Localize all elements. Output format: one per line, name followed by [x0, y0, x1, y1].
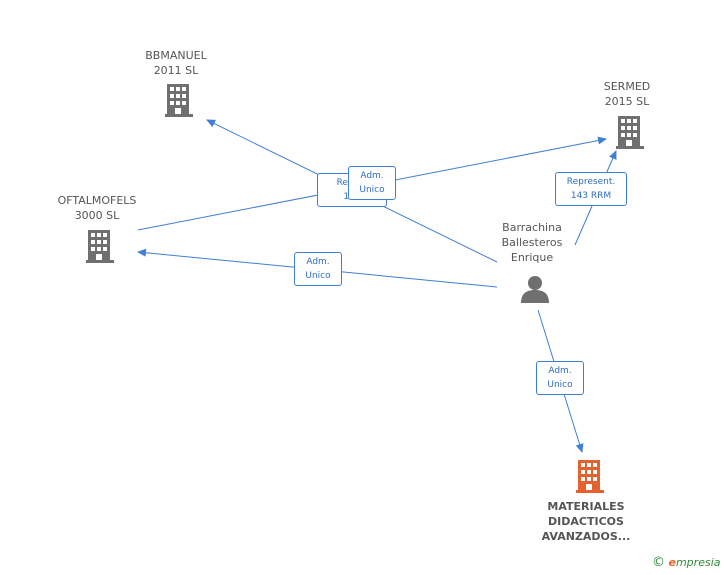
edge-label-line: Adm.: [360, 171, 384, 181]
node-name-line: Enrique: [510, 251, 554, 264]
edge-label-line: Unico: [547, 380, 573, 390]
node-name-line: AVANZADOS...: [541, 530, 631, 543]
edge-label-line: Unico: [305, 271, 331, 281]
building-icon: [165, 84, 193, 117]
node-name-line: Ballesteros: [501, 236, 563, 249]
edge-label-line: Represent.: [566, 177, 616, 187]
node-person-label[interactable]: Barrachina Ballesteros Enrique: [486, 220, 578, 265]
building-icon: [616, 116, 644, 149]
node-name-line: DIDACTICOS: [548, 515, 624, 528]
node-name-line: SERMED: [603, 80, 651, 93]
building-icon-main: [576, 460, 604, 493]
edge-label-adm-oftalmofels[interactable]: Adm. Unico: [294, 252, 342, 286]
node-materiales-label[interactable]: MATERIALES DIDACTICOS AVANZADOS...: [531, 499, 641, 544]
edge-label-line: Adm.: [306, 257, 330, 267]
node-sermed-label[interactable]: SERMED 2015 SL: [587, 79, 667, 109]
edge-label-adm-materiales[interactable]: Adm. Unico: [536, 361, 584, 395]
empresia-logo: © empresia: [652, 555, 720, 570]
edge-label-adm-bbmanuel[interactable]: Adm. Unico: [348, 166, 396, 200]
node-bbmanuel-label[interactable]: BBMANUEL 2011 SL: [136, 48, 216, 78]
node-name-line: BBMANUEL: [145, 49, 207, 62]
building-icon: [86, 230, 114, 263]
node-name-line: OFTALMOFELS: [57, 194, 137, 207]
edge-label-line: 143 RRM: [570, 191, 612, 201]
brand-initial: e: [668, 556, 676, 569]
edge-label-line: Adm.: [548, 366, 572, 376]
copyright-icon: ©: [652, 555, 665, 570]
node-name-line: MATERIALES: [547, 500, 625, 513]
person-icon: [521, 276, 549, 303]
edge-label-represent-sermed[interactable]: Represent. 143 RRM: [555, 172, 627, 206]
node-oftalmofels-label[interactable]: OFTALMOFELS 3000 SL: [47, 193, 147, 223]
brand-name: mpresia: [675, 556, 721, 569]
node-name-line: Barrachina: [502, 221, 562, 234]
node-name-line: 2015 SL: [604, 95, 650, 108]
node-name-line: 2011 SL: [153, 64, 199, 77]
node-name-line: 3000 SL: [74, 209, 120, 222]
edge-label-line: Unico: [359, 185, 385, 195]
